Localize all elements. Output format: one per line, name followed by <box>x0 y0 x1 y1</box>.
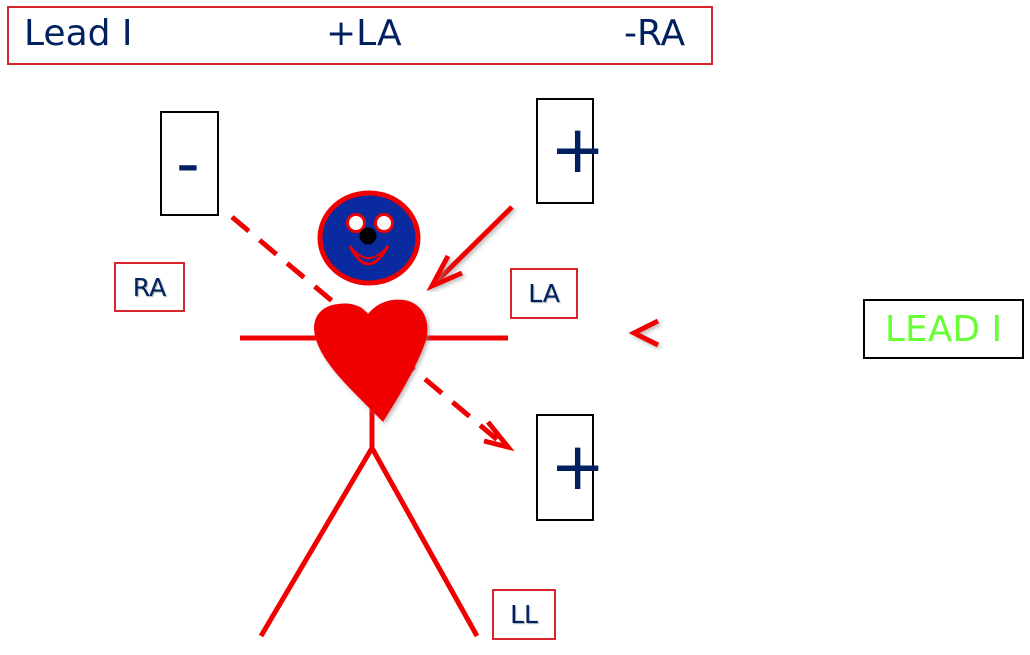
lead-i-arrowhead <box>628 318 660 348</box>
positive-electrode-box-bottom <box>536 414 594 521</box>
dashed-vector-arrowhead <box>483 420 515 452</box>
right-eye-icon <box>374 213 394 233</box>
positive-sign-bottom: + <box>550 428 606 505</box>
negative-electrode-box <box>160 111 219 216</box>
header-negative-electrode: -RA <box>624 13 686 54</box>
lead-i-label-box: LEAD I <box>863 299 1024 359</box>
negative-sign: - <box>176 125 200 202</box>
nose-icon <box>359 227 377 245</box>
positive-sign-top: + <box>550 111 606 188</box>
dashed-lead-vector <box>230 215 502 444</box>
la-arrowhead <box>426 254 463 292</box>
mouth-icon <box>348 245 390 266</box>
header-lead-title: Lead I <box>24 13 133 54</box>
limb-label-ra: RA <box>114 262 185 312</box>
smiley-head <box>317 190 421 286</box>
limb-label-ll: LL <box>492 589 556 640</box>
limb-label-la: LA <box>510 268 578 319</box>
figure-right-leg <box>369 446 480 638</box>
lead-i-label: LEAD I <box>884 308 1003 350</box>
header-positive-electrode: +LA <box>326 13 402 54</box>
figure-left-leg <box>258 446 375 638</box>
positive-electrode-box-top <box>536 98 594 204</box>
left-eye-icon <box>346 213 366 233</box>
lead-header-box <box>7 6 713 65</box>
la-arrow-shaft <box>435 205 514 283</box>
heart-icon <box>314 299 428 422</box>
